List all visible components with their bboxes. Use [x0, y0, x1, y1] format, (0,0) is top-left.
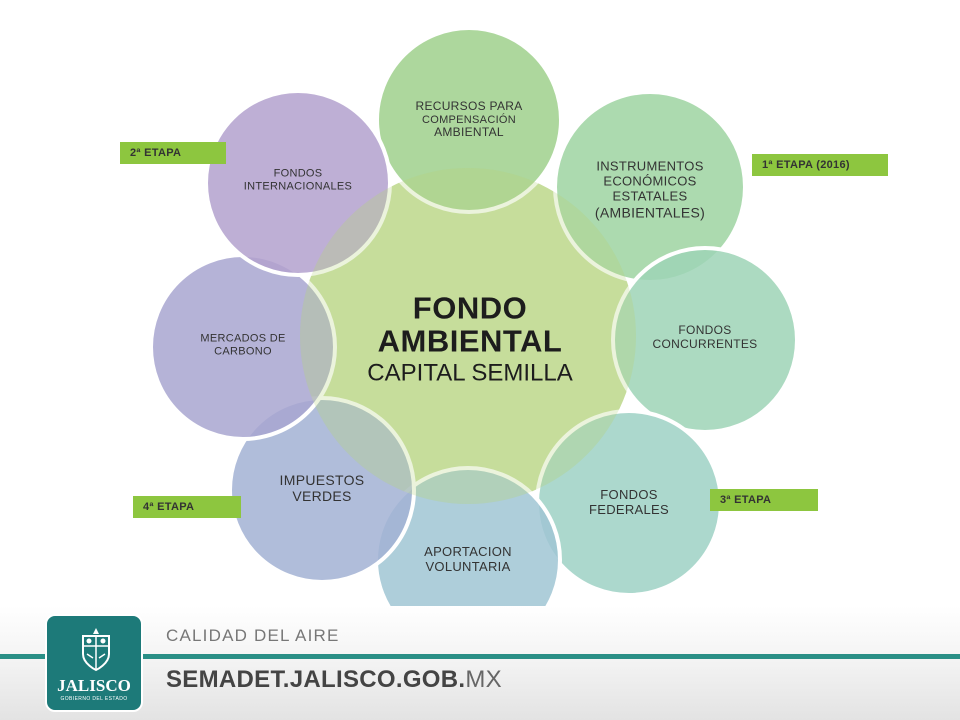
- node-circle-recursos: [375, 26, 563, 214]
- center-subtitle: CAPITAL SEMILLA: [367, 359, 573, 387]
- footer-band: [0, 606, 960, 720]
- node-label-line: APORTACION: [424, 544, 512, 560]
- node-label-line: FEDERALES: [588, 502, 670, 517]
- node-circle-concurrentes: [611, 246, 799, 434]
- node-label-line: ESTATALES: [612, 188, 688, 204]
- node-label-line: IMPUESTOS: [279, 471, 365, 488]
- logo-subtitle: GOBIERNO DEL ESTADO: [60, 696, 128, 702]
- node-label-line: (AMBIENTALES): [594, 204, 706, 221]
- jalisco-logo: JALISCO GOBIERNO DEL ESTADO: [45, 614, 143, 712]
- url-bold: SEMADET.JALISCO.GOB.: [166, 666, 466, 693]
- center-title-line2: AMBIENTAL: [377, 323, 563, 359]
- node-label-line: INTERNACIONALES: [243, 180, 353, 192]
- node-label-line: CARBONO: [214, 345, 272, 357]
- node-label-line: VERDES: [292, 488, 352, 504]
- footer-divider: [0, 654, 960, 659]
- node-label-line: INSTRUMENTOS: [596, 158, 704, 174]
- url-domain: MX: [465, 666, 502, 693]
- logo-name: JALISCO: [57, 676, 131, 695]
- stage-badge-1: 1ª ETAPA (2016): [752, 154, 888, 176]
- node-label-line: RECURSOS PARA: [415, 98, 523, 113]
- jalisco-crest-icon: [82, 628, 110, 672]
- node-label-line: FONDOS: [678, 323, 732, 338]
- node-label-line: FONDOS: [600, 487, 658, 503]
- node-label-line: AMBIENTAL: [434, 125, 504, 140]
- node-circle-verdes: [228, 396, 416, 584]
- center-title-line1: FONDO: [412, 290, 528, 326]
- node-circle-internacionales: [204, 89, 392, 277]
- stage-badge-2: 2ª ETAPA: [120, 142, 226, 164]
- center-title: FONDO AMBIENTAL: [340, 291, 600, 357]
- node-label-line: FONDOS: [273, 167, 323, 180]
- center-overlay: [300, 168, 636, 504]
- stage-badge-3: 3ª ETAPA: [710, 489, 818, 511]
- node-label-line: ECONÓMICOS: [603, 173, 697, 189]
- node-label-line: MERCADOS DE: [200, 332, 286, 345]
- node-label-line: CONCURRENTES: [652, 337, 758, 351]
- stage-badge-4: 4ª ETAPA: [133, 496, 241, 518]
- node-label-line: VOLUNTARIA: [425, 559, 511, 574]
- section-title: CALIDAD DEL AIRE: [166, 626, 340, 645]
- center-label: FONDO AMBIENTAL CAPITAL SEMILLA: [340, 291, 600, 388]
- node-label-line: COMPENSACIÓN: [421, 113, 517, 126]
- fondo-diagram: [149, 26, 799, 606]
- website-url: SEMADET.JALISCO.GOB.MX: [166, 666, 502, 694]
